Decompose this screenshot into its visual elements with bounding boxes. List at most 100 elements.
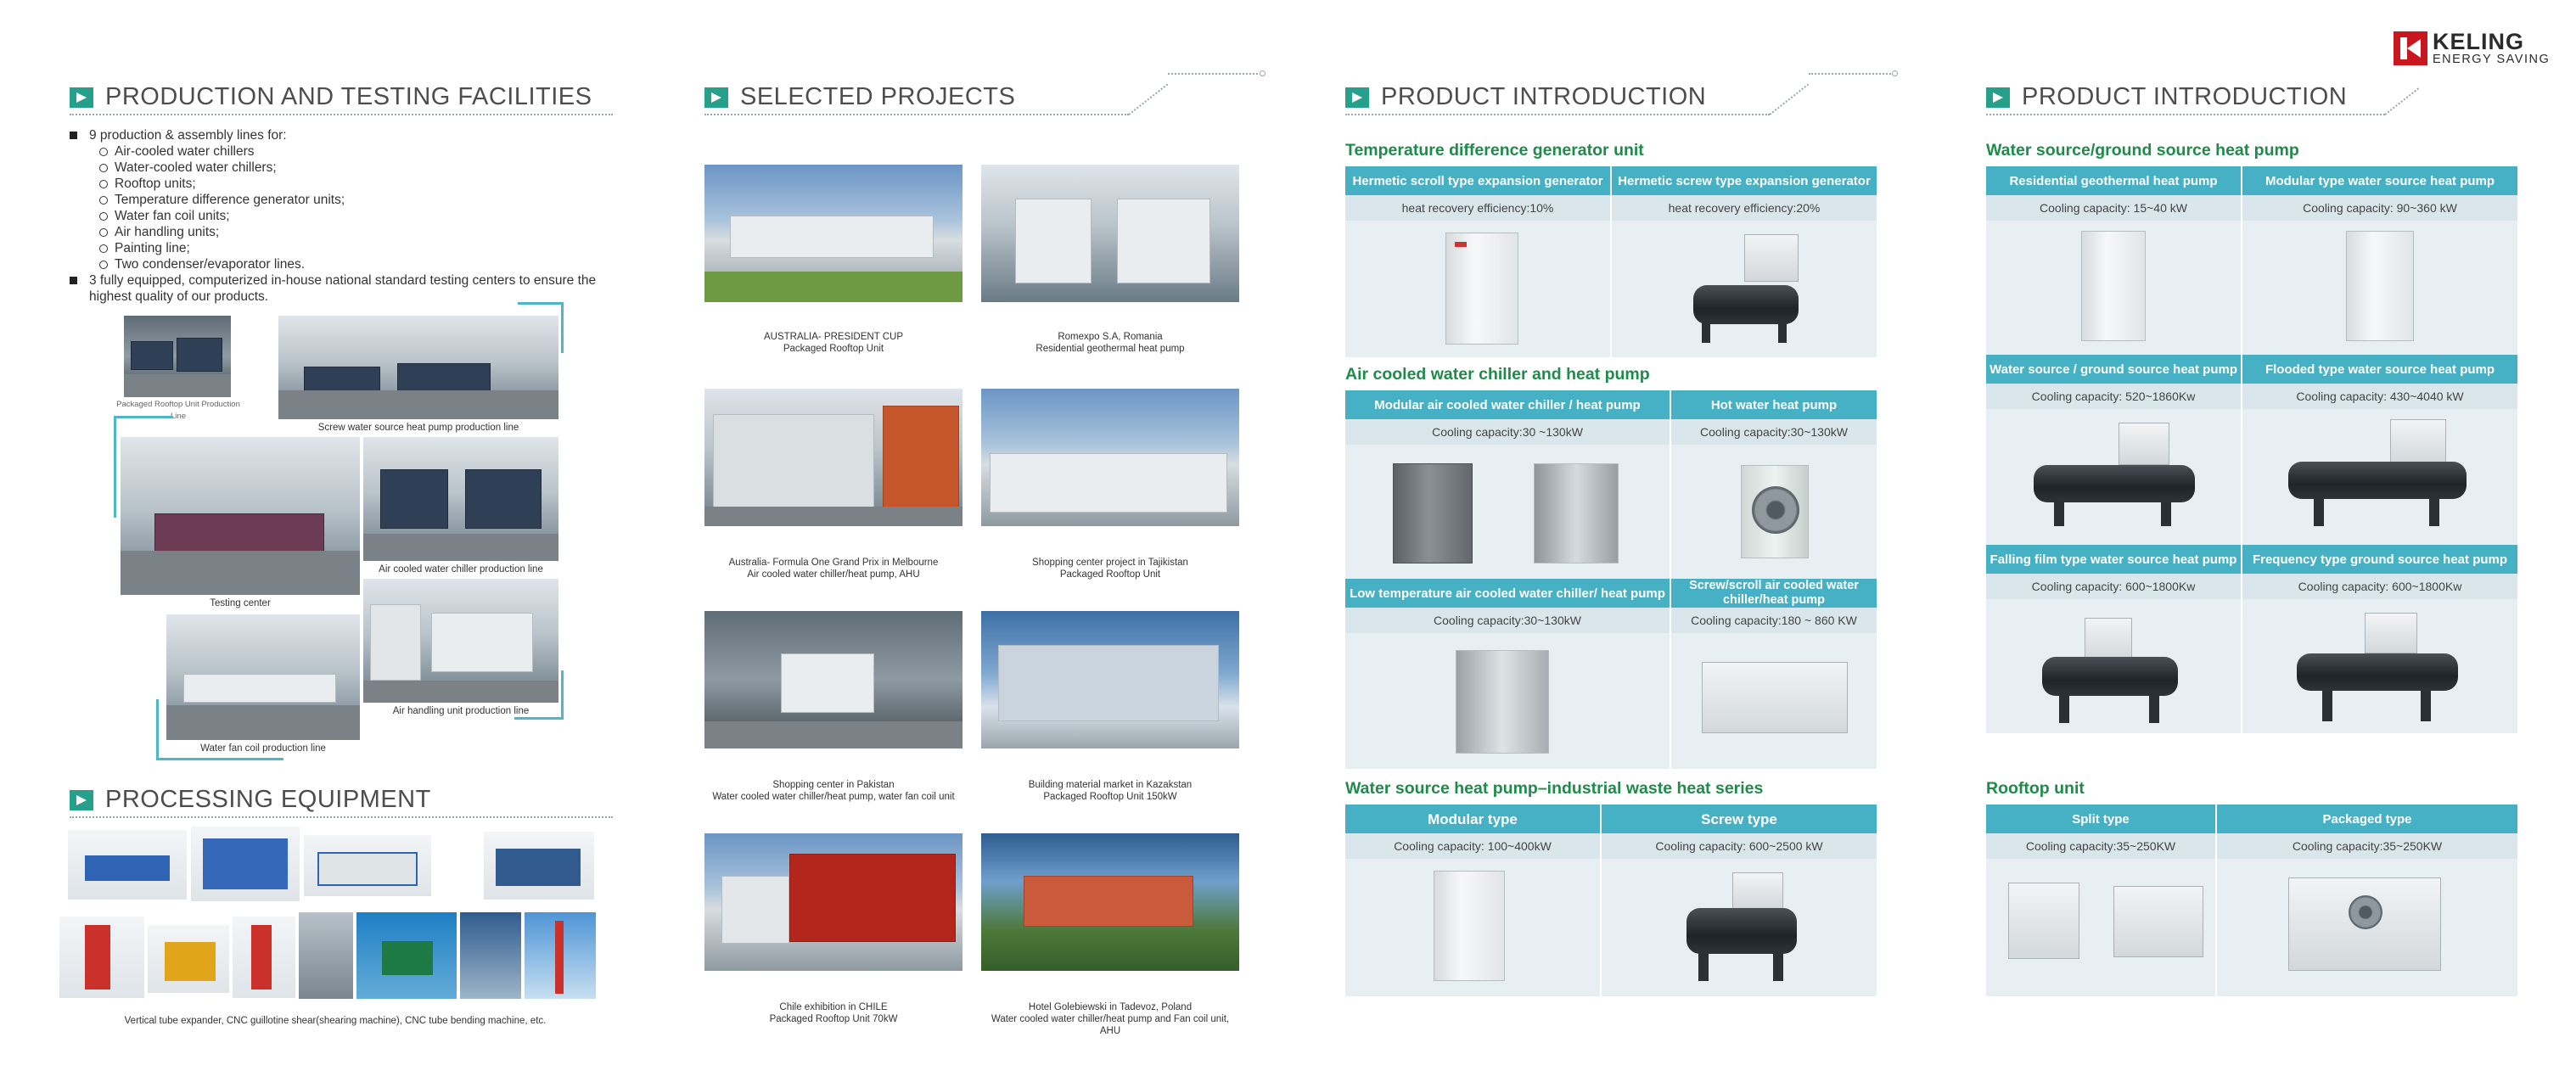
processing-caption: Vertical tube expander, CNC guillotine s…	[124, 1016, 547, 1026]
panel-production-facilities: PRODUCTION AND TESTING FACILITIES 9 prod…	[59, 0, 620, 1082]
capacity-cell: Cooling capacity:180 ~ 860 KW	[1671, 608, 1877, 633]
caption: Air cooled water chiller production line	[379, 564, 543, 575]
product-table: Split type Packaged type Cooling capacit…	[1986, 804, 2517, 996]
keling-logo-mark-icon	[2394, 31, 2427, 65]
product-image	[1445, 233, 1518, 345]
sub-item: Temperature difference generator units;	[70, 192, 621, 208]
product-table: Modular air cooled water chiller / heat …	[1345, 390, 1877, 769]
capacity-cell: Cooling capacity: 430~4040 kW	[2242, 384, 2517, 409]
equipment-photo	[304, 835, 431, 896]
sub-item: Rooftop units;	[70, 176, 621, 192]
sub-item: Water-cooled water chillers;	[70, 160, 621, 176]
table-header: Modular air cooled water chiller / heat …	[1345, 390, 1670, 419]
caption: Water fan coil production line	[200, 743, 326, 754]
project-photo	[704, 611, 962, 748]
product-image	[2042, 609, 2178, 725]
product-table: Hermetic scroll type expansion generator…	[1345, 166, 1877, 357]
table-header: Falling film type water source heat pump	[1986, 545, 2241, 574]
bullet-item: 9 production & assembly lines for:	[70, 127, 621, 143]
capacity-cell: heat recovery efficiency:20%	[1612, 195, 1877, 221]
product-image	[2288, 877, 2441, 971]
product-image	[2113, 886, 2203, 957]
capacity-cell: Cooling capacity: 600~1800Kw	[2242, 574, 2517, 599]
project-photo	[704, 165, 962, 302]
facility-bullets: 9 production & assembly lines for: Air-c…	[70, 127, 621, 305]
equipment-photo	[299, 912, 353, 999]
project-photo	[981, 389, 1239, 526]
section-arrow-icon	[70, 87, 93, 108]
photo-ahu-line	[363, 579, 558, 703]
sub-item: Air handling units;	[70, 224, 621, 240]
table-header: Hot water heat pump	[1671, 390, 1877, 419]
equipment-photo	[68, 830, 187, 900]
product-image	[1534, 463, 1619, 563]
equipment-photo	[356, 912, 457, 999]
project-photo	[981, 611, 1239, 748]
table-header: Modular type water source heat pump	[2242, 166, 2517, 195]
sub-item: Water fan coil units;	[70, 208, 621, 224]
photo-rooftop-line	[124, 316, 231, 397]
divider	[1345, 114, 1770, 115]
equipment-photo	[484, 832, 594, 900]
photo-testing-center	[121, 437, 360, 595]
section-header: PRODUCTION AND TESTING FACILITIES	[70, 83, 592, 111]
equipment-photo	[525, 912, 596, 999]
product-image	[2346, 231, 2414, 341]
table-header: Packaged type	[2217, 804, 2517, 833]
photo-aircooled-line	[363, 437, 558, 561]
capacity-cell: Cooling capacity: 600~2500 kW	[1602, 833, 1877, 859]
product-image	[1393, 463, 1473, 563]
product-image	[1434, 871, 1505, 981]
product-image	[1702, 662, 1848, 733]
section-title: SELECTED PROJECTS	[740, 83, 1016, 110]
equipment-photo	[233, 917, 295, 998]
panel-product-intro-1: PRODUCT INTRODUCTION Temperature differe…	[1345, 0, 1898, 1082]
product-image	[1741, 465, 1809, 558]
equipment-photo	[148, 925, 229, 993]
capacity-cell: Cooling capacity: 15~40 kW	[1986, 195, 2241, 221]
product-image	[1681, 869, 1800, 984]
product-image	[1456, 650, 1549, 754]
section-arrow-icon	[1986, 87, 2010, 108]
product-section-title: Water source heat pump–industrial waste …	[1345, 779, 1764, 798]
divider	[704, 114, 1129, 115]
panel-product-intro-2: PRODUCT INTRODUCTION Water source/ground…	[1986, 0, 2529, 1082]
section-title: PRODUCTION AND TESTING FACILITIES	[105, 83, 592, 110]
caption: Packaged Rooftop Unit Production Line	[116, 400, 240, 421]
section-header: PRODUCT INTRODUCTION	[1345, 83, 1706, 111]
product-section-title: Rooftop unit	[1986, 779, 2085, 798]
panel-selected-projects: SELECTED PROJECTS AUSTRALIA- PRESIDENT C…	[704, 0, 1266, 1082]
capacity-cell: Cooling capacity: 520~1860Kw	[1986, 384, 2241, 409]
table-header: Hermetic scroll type expansion generator	[1345, 166, 1610, 195]
section-header: PRODUCT INTRODUCTION	[1986, 83, 2347, 111]
section-header: PROCESSING EQUIPMENT	[70, 786, 431, 814]
table-header: Screw/scroll air cooled water chiller/he…	[1671, 579, 1877, 608]
sub-item: Painting line;	[70, 240, 621, 256]
project-photo	[704, 389, 962, 526]
keling-logo: KELING ENERGY SAVING	[2394, 31, 2550, 66]
capacity-cell: heat recovery efficiency:10%	[1345, 195, 1610, 221]
section-title: PRODUCT INTRODUCTION	[2022, 83, 2348, 110]
capacity-cell: Cooling capacity:30~130kW	[1345, 608, 1670, 633]
product-table: Residential geothermal heat pump Modular…	[1986, 166, 2517, 733]
divider	[1986, 114, 2385, 115]
photo-fancoil-line	[166, 614, 360, 740]
divider	[70, 114, 613, 115]
product-image	[2008, 883, 2079, 959]
product-table: Modular type Screw type Cooling capacity…	[1345, 804, 1877, 996]
product-image	[2081, 231, 2146, 341]
capacity-cell: Cooling capacity:35~250KW	[1986, 833, 2215, 859]
product-image	[2288, 419, 2467, 530]
table-header: Low temperature air cooled water chiller…	[1345, 579, 1670, 608]
capacity-cell: Cooling capacity: 600~1800Kw	[1986, 574, 2241, 599]
section-title: PRODUCT INTRODUCTION	[1381, 83, 1707, 110]
product-image	[1685, 234, 1804, 345]
table-header: Water source / ground source heat pump	[1986, 355, 2241, 384]
table-header: Frequency type ground source heat pump	[2242, 545, 2517, 574]
section-arrow-icon	[70, 789, 93, 810]
